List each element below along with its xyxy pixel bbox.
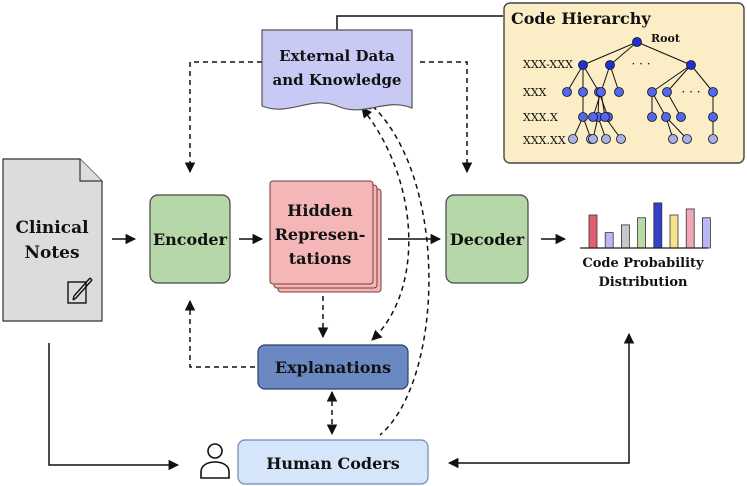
tree-edge [566, 64, 584, 93]
human-coders-box [237, 439, 429, 485]
tree-node [662, 87, 672, 97]
tree-node [605, 60, 615, 70]
external-line2: and Knowledge [273, 71, 402, 89]
probability-bar [685, 208, 695, 249]
tree-edge [651, 64, 692, 93]
explanations-label: Explanations [275, 358, 391, 377]
root-label: Root [651, 32, 681, 45]
hierarchy-link-line [336, 15, 503, 30]
hidden-representations-stack: Hidden Represen- tations [269, 180, 382, 293]
code-hierarchy-title: Code Hierarchy [511, 9, 651, 28]
tree-node [600, 112, 610, 122]
hidden-line2: Represen- [275, 225, 366, 244]
tree-node [588, 112, 598, 122]
external-line1: External Data [279, 47, 395, 65]
tree-node [601, 134, 611, 144]
tree-node [616, 134, 626, 144]
tree-node [568, 134, 578, 144]
tree-edge [582, 64, 600, 93]
tree-node [588, 134, 598, 144]
tree-node [686, 60, 696, 70]
arrow-external-to-encoder [184, 61, 262, 174]
probability-bar [653, 202, 663, 249]
level-label-4: XXX.XX [523, 134, 566, 147]
level-label-1: XXX-XXX [523, 58, 573, 71]
probability-bar [669, 214, 679, 249]
clinical-notes-line2: Notes [24, 243, 79, 263]
arrow-external-to-decoder [420, 61, 473, 174]
tree-node [676, 112, 686, 122]
tree-node [596, 87, 606, 97]
probability-bar [702, 217, 711, 249]
decoder-label: Decoder [450, 230, 525, 249]
tree-node [614, 87, 624, 97]
clinical-notes-line1: Clinical [15, 218, 89, 238]
code-hierarchy-panel: Code Hierarchy Root XXX-XXX XXX XXX.X XX… [503, 2, 745, 164]
external-data-shape [261, 29, 413, 111]
arrow-explanations-to-encoder [184, 299, 255, 368]
distribution-line2: Distribution [599, 275, 688, 290]
tree-node [708, 134, 718, 144]
probability-bar [637, 217, 646, 249]
tree-edge [690, 64, 714, 93]
tree-ellipsis-1: · · · [631, 57, 650, 71]
distribution-line1: Code Probability [582, 256, 704, 271]
code-hierarchy-background [503, 2, 745, 164]
tree-node [578, 87, 588, 97]
tree-node [708, 87, 718, 97]
edit-note-icon [67, 277, 93, 304]
explanations-box [257, 344, 409, 390]
tree-edge [582, 41, 638, 66]
tree-node [647, 112, 657, 122]
encoder-label: Encoder [153, 230, 228, 249]
hidden-line3: tations [289, 249, 352, 268]
tree-node [682, 134, 692, 144]
hidden-line1: Hidden [287, 201, 353, 220]
tree-node [661, 112, 671, 122]
tree-edge [609, 41, 638, 66]
decoder-block: Decoder [445, 194, 529, 284]
tree-edge [665, 116, 688, 140]
encoder-block: Encoder [149, 194, 231, 284]
human-coders-label: Human Coders [266, 454, 399, 473]
level-label-3: XXX.X [523, 111, 558, 124]
probability-bar [621, 224, 630, 249]
external-data-document: External Data and Knowledge [261, 29, 413, 111]
level-label-2: XXX [523, 86, 547, 99]
arrow-external-to-coders [365, 99, 430, 436]
code-probability-chart: Code Probability Distribution [580, 202, 711, 290]
tree-node [668, 134, 678, 144]
tree-node [647, 87, 657, 97]
tree-ellipsis-2: · · · [681, 85, 700, 99]
connectors [48, 15, 635, 471]
page-fold-icon [79, 159, 102, 182]
tree-node [708, 112, 718, 122]
tree-edge [666, 64, 692, 93]
hidden-layer-front [269, 180, 374, 285]
clinical-notes-document: Clinical Notes [2, 158, 103, 322]
arrow-coders-distribution [447, 332, 635, 469]
probability-bar [604, 232, 614, 249]
dashed-connectors [184, 61, 473, 436]
arrow-notes-to-coders [48, 343, 180, 471]
probability-bar [588, 214, 598, 249]
human-coders-block: Human Coders [200, 439, 429, 485]
explanations-block: Explanations [257, 344, 409, 390]
tree-node [578, 112, 588, 122]
clinical-notes-page [2, 158, 103, 322]
encoder-box [149, 194, 231, 284]
decoder-box [445, 194, 529, 284]
hierarchy-tree [562, 37, 718, 144]
tree-edge [636, 41, 692, 66]
person-icon [200, 443, 230, 479]
tree-node [578, 60, 588, 70]
tree-node [632, 37, 642, 47]
probability-bars [588, 202, 711, 249]
tree-node [562, 87, 572, 97]
